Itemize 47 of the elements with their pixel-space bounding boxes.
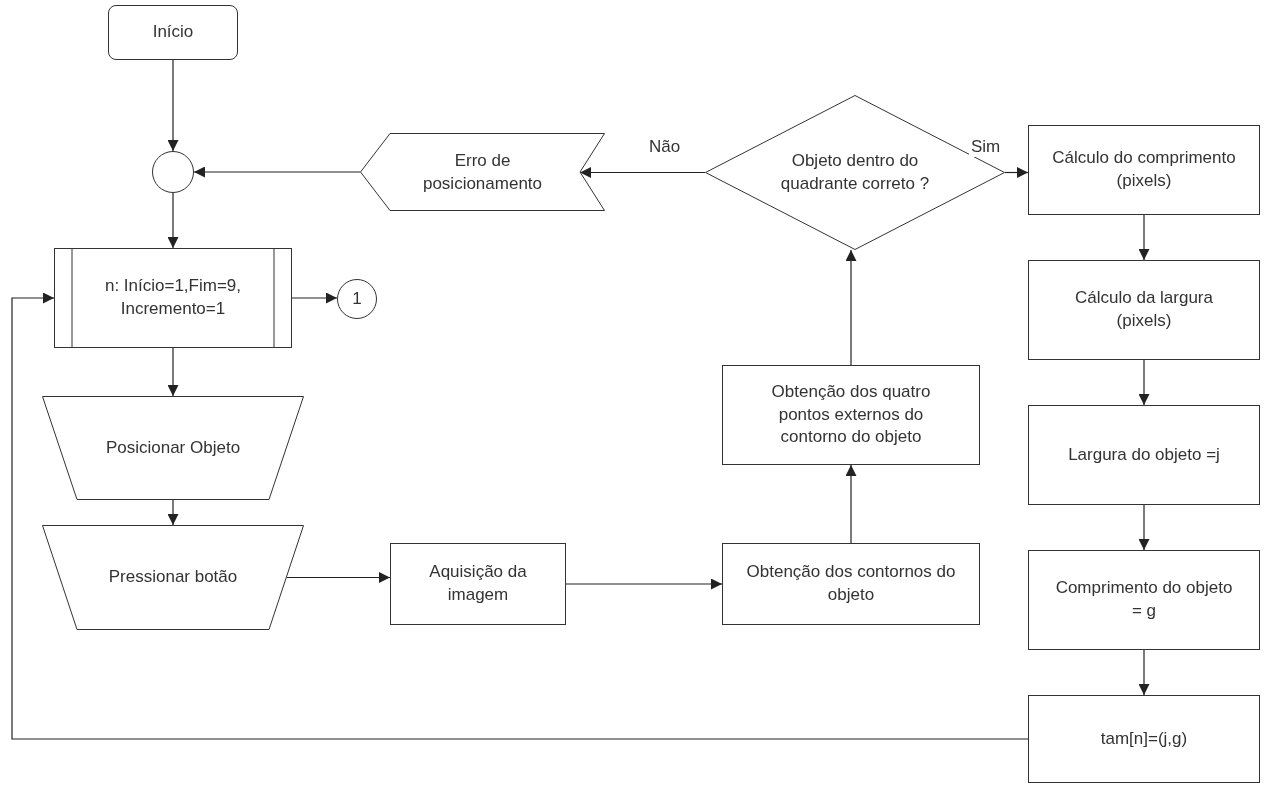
node-text: Cálculo do comprimento (pixels): [1051, 147, 1237, 192]
connector-circle: [152, 151, 194, 193]
arrow: [565, 578, 723, 590]
process-box: [722, 365, 980, 465]
arrow: [1138, 504, 1150, 551]
process-box: [1028, 405, 1260, 505]
process-box: [1028, 550, 1260, 650]
node-text: Aquisição da imagem: [428, 561, 528, 606]
node-text: tam[n]=(j,g): [1100, 727, 1188, 750]
process-box: [722, 543, 980, 625]
loop-box: [54, 248, 292, 348]
node-text: Obtenção dos quatro pontos externos do contorno do objeto: [770, 380, 932, 449]
process-box: [390, 543, 566, 625]
node-text: n: Início=1,Fim=9, Incremento=1: [103, 275, 243, 320]
arrow: [845, 249, 857, 366]
node-text: 1: [352, 287, 362, 310]
arrow: [1138, 649, 1150, 696]
node-text: Obtenção dos contornos do objeto: [745, 561, 957, 606]
node-text: Posicionar Objeto: [105, 436, 241, 459]
connector-circle: [337, 279, 377, 319]
arrow: [291, 292, 338, 304]
arrow: [1004, 167, 1029, 178]
arrow: [193, 166, 361, 178]
arrow: [167, 59, 179, 152]
arrow: [167, 347, 179, 397]
arrow: [1138, 214, 1150, 261]
terminal-box: [108, 5, 238, 60]
process-box: [1028, 260, 1260, 360]
manual-operation-trapezoid: [42, 396, 304, 500]
process-box: [1028, 125, 1260, 215]
manual-operation-trapezoid: [42, 525, 304, 630]
arrow: [286, 572, 391, 583]
decision-diamond: [705, 95, 1005, 250]
node-text: Erro de posicionamento: [421, 150, 544, 195]
node-text: Largura do objeto =j: [1068, 443, 1220, 466]
node-text: Início: [152, 21, 194, 44]
node-text: Objeto dentro do quadrante correto ?: [779, 149, 931, 195]
arrow: [11, 292, 1029, 740]
node-text: Cálculo da largura (pixels): [1074, 287, 1214, 332]
node-text: Comprimento do objeto = g: [1054, 577, 1234, 622]
arrow: [167, 499, 179, 526]
arrow: [845, 464, 857, 544]
node-text: Pressionar botão: [108, 566, 238, 589]
process-box: [1028, 695, 1260, 783]
arrow: [167, 192, 179, 249]
display-shape: [360, 133, 605, 213]
arrow: [1138, 359, 1150, 406]
